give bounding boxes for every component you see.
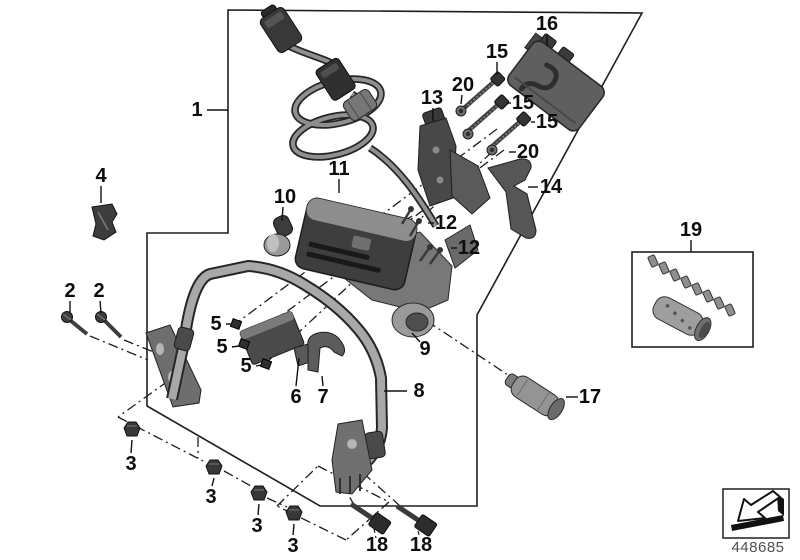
leader-line xyxy=(460,94,463,105)
part-callout-20: 20 xyxy=(452,74,474,96)
part-18-screws xyxy=(349,501,438,537)
part-2-screws xyxy=(61,311,123,339)
leader-line xyxy=(117,380,169,418)
part-callout-11: 11 xyxy=(328,158,349,180)
leader-line xyxy=(266,497,288,508)
part-3-nuts xyxy=(123,421,303,521)
leader-line xyxy=(373,528,377,539)
part-callout-12: 12 xyxy=(435,212,457,234)
part-15-bolts xyxy=(461,71,532,151)
detail-box-19 xyxy=(631,251,754,348)
part-callout-8: 8 xyxy=(413,380,424,402)
part-16-adapter-plate xyxy=(507,32,605,132)
leader-line xyxy=(411,332,421,343)
cable-ferrite xyxy=(342,89,378,121)
part-callout-15: 15 xyxy=(486,41,508,63)
part-20-washers xyxy=(455,105,498,156)
leader-line xyxy=(317,465,390,503)
part-callout-18: 18 xyxy=(410,534,432,556)
part-callout-12: 12 xyxy=(458,237,480,259)
leader-line xyxy=(255,364,262,367)
leader-line xyxy=(295,357,300,387)
part-13-bracket xyxy=(417,107,491,215)
page-turn-arrow-icon xyxy=(731,490,784,531)
part-callout-15: 15 xyxy=(536,111,558,133)
part-callout-3: 3 xyxy=(205,486,216,508)
part-callout-10: 10 xyxy=(274,186,296,208)
leader-line xyxy=(362,472,400,506)
part-callout-2: 2 xyxy=(93,280,104,302)
part-callout-15: 15 xyxy=(512,92,534,114)
part-callout-5: 5 xyxy=(210,313,221,335)
part-callout-16: 16 xyxy=(536,13,558,35)
part-10-grommet xyxy=(263,215,294,257)
diagram-part-number: 448685 xyxy=(731,539,785,556)
leader-line xyxy=(89,335,149,361)
part-callout-7: 7 xyxy=(317,386,328,408)
footer-icon-box xyxy=(722,488,790,539)
part-5-nuts xyxy=(229,318,273,370)
wiring-harness xyxy=(259,4,440,228)
leader-line xyxy=(117,416,206,463)
cable-connector-large xyxy=(259,4,303,53)
leader-line xyxy=(345,501,390,541)
leader-line xyxy=(417,530,421,539)
leader-line xyxy=(257,503,260,516)
part-callout-5: 5 xyxy=(216,336,227,358)
part-callout-5: 5 xyxy=(240,355,251,377)
leader-line xyxy=(281,206,284,222)
part-callout-9: 9 xyxy=(419,338,430,360)
part-17-plug xyxy=(504,373,565,421)
part-11-cover xyxy=(294,197,418,291)
leader-line xyxy=(276,465,319,507)
part-callout-4: 4 xyxy=(95,165,107,187)
part-callout-6: 6 xyxy=(290,386,301,408)
part-callout-17: 17 xyxy=(579,386,601,408)
leader-line xyxy=(130,439,133,454)
part-callout-3: 3 xyxy=(251,515,262,537)
leader-line xyxy=(99,300,102,314)
leader-line xyxy=(211,477,215,487)
leader-line xyxy=(292,523,295,536)
part-7-clamp xyxy=(307,331,346,373)
part-19-tumblers xyxy=(647,254,736,317)
callout-leader-lines xyxy=(69,34,692,539)
cable-connector-small xyxy=(315,57,356,101)
part-12-screws xyxy=(400,206,443,265)
leader-line xyxy=(321,375,324,387)
leader-line xyxy=(231,345,240,348)
part-callout-18: 18 xyxy=(366,534,388,556)
leader-line xyxy=(223,470,252,487)
part-14-cover-trim xyxy=(487,158,537,239)
part-8-mounting-bar xyxy=(145,259,389,495)
leader-line xyxy=(123,339,167,358)
part-callout-3: 3 xyxy=(287,535,298,557)
part-callout-1: 1 xyxy=(191,99,202,121)
part-callout-19: 19 xyxy=(680,219,702,241)
part-callout-3: 3 xyxy=(125,453,136,475)
part-callout-13: 13 xyxy=(421,87,443,109)
part-callout-14: 14 xyxy=(540,176,563,198)
leader-line xyxy=(426,320,515,380)
part-4-clip xyxy=(91,203,118,241)
part-callout-20: 20 xyxy=(517,141,539,163)
part-19-lock-cylinder xyxy=(652,296,712,342)
part-callout-2: 2 xyxy=(64,280,75,302)
